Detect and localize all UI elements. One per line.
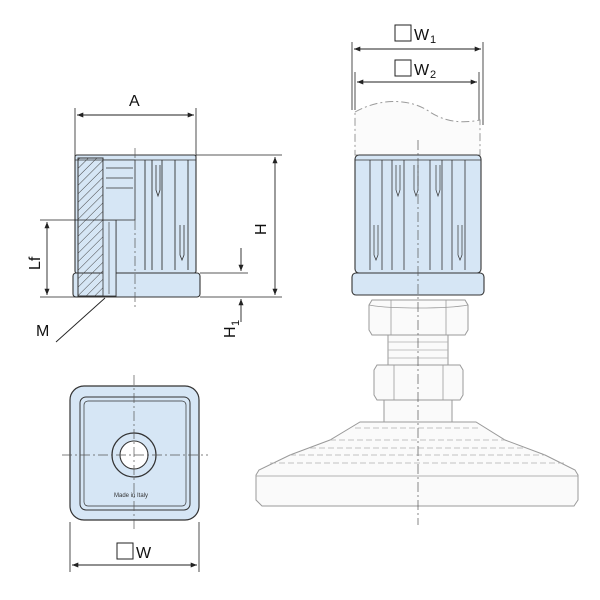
square-symbol-w2-icon: [394, 59, 412, 77]
side-view: A H H: [27, 93, 282, 343]
upper-nut: [368, 299, 469, 336]
square-symbol-w1-icon: [394, 24, 412, 42]
dimension-h1-subscript: 1: [230, 320, 242, 326]
made-in-italy-text: Made in Italy: [114, 493, 148, 499]
dimension-w1-subscript: 1: [430, 34, 436, 46]
dimension-w1-label: W: [414, 27, 430, 44]
dimension-h1-label: H: [222, 326, 239, 338]
dimension-w2-label: W: [414, 62, 430, 79]
base-plate: [255, 421, 579, 507]
m-leader: [55, 297, 106, 343]
square-symbol-icon: [116, 542, 134, 560]
dimension-w2-subscript: 2: [430, 69, 436, 81]
ghost-tube: [354, 101, 481, 156]
lower-nut: [373, 364, 464, 401]
dimension-h1-label-group: H 1: [222, 320, 242, 338]
assembly-view: W 1 W 2: [255, 24, 579, 525]
dimension-w-label: W: [136, 545, 152, 562]
dimension-m-label: M: [36, 323, 49, 340]
dimension-h-label: H: [253, 223, 270, 235]
dimension-a-label: A: [129, 93, 140, 110]
dimension-lf-label: Lf: [27, 256, 44, 270]
top-view: Made in Italy W: [62, 375, 208, 572]
